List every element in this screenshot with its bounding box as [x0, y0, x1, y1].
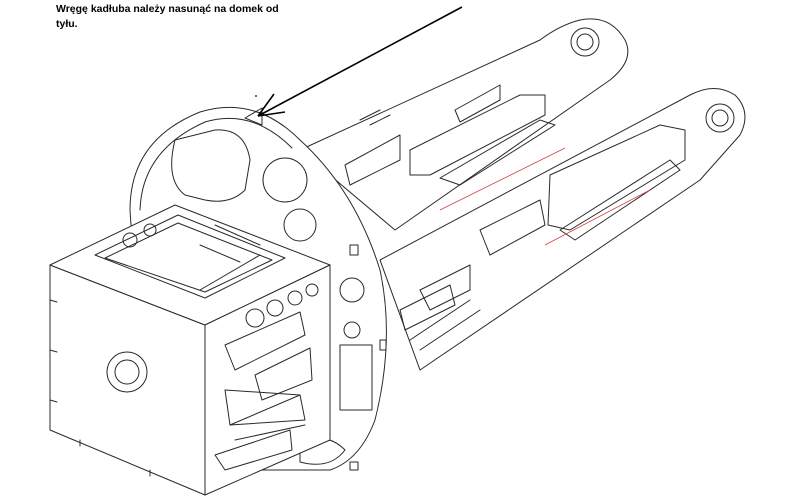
red-guide-lines — [439, 147, 651, 246]
instruction-caption: Wręgę kadłuba należy nasunąć na domek od… — [56, 3, 279, 30]
insertion-arrow — [255, 6, 463, 117]
box-side-face — [204, 264, 331, 496]
lower-side-rail — [379, 88, 746, 371]
upper-side-rail — [299, 18, 629, 231]
